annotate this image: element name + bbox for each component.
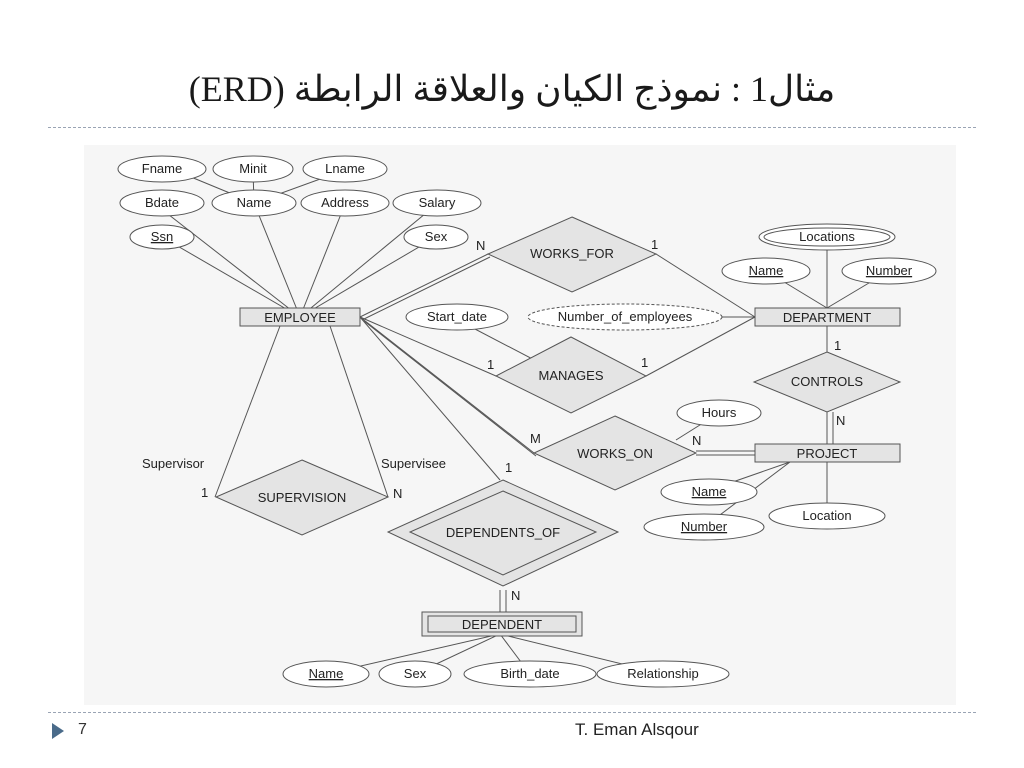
attr-proj-location-label: Location	[802, 508, 851, 523]
attr-salary-label: Salary	[419, 195, 456, 210]
attr-number-of-employees-label: Number_of_employees	[558, 309, 693, 324]
role-supervisee: Supervisee	[381, 456, 446, 471]
rel-works-for	[486, 216, 658, 293]
attr-dep-birth-date	[463, 660, 597, 688]
rel-supervision	[214, 459, 390, 536]
attr-number-of-employees	[527, 303, 723, 331]
attr-fname	[117, 155, 207, 183]
slide-title: مثال1 : نموذج الكيان والعلاقة الرابطة (E…	[188, 69, 836, 109]
card-works-for-dept: 1	[651, 237, 658, 252]
attr-start-date	[405, 303, 509, 331]
attr-lname	[302, 155, 388, 183]
card-dependents-dep: N	[511, 588, 520, 603]
entity-project-label: PROJECT	[797, 446, 858, 461]
card-controls-dept: 1	[834, 338, 841, 353]
attr-minit-label: Minit	[239, 161, 267, 176]
entity-employee-label: EMPLOYEE	[264, 310, 336, 325]
attr-dep-relationship	[596, 660, 730, 688]
attr-lname-label: Lname	[325, 161, 365, 176]
rel-manages-label: MANAGES	[538, 368, 603, 383]
attr-bdate	[119, 189, 205, 217]
card-works-on-proj: N	[692, 433, 701, 448]
attr-dept-number	[841, 257, 937, 285]
attr-dept-number-label: Number	[866, 263, 913, 278]
attr-address	[300, 189, 390, 217]
rel-supervision-label: SUPERVISION	[258, 490, 347, 505]
attr-proj-name	[660, 478, 758, 506]
attr-hours	[676, 399, 762, 427]
attr-dep-sex-label: Sex	[404, 666, 427, 681]
attr-hours-label: Hours	[702, 405, 737, 420]
role-supervisor: Supervisor	[142, 456, 205, 471]
card-manages-emp: 1	[487, 357, 494, 372]
attr-fname-label: Fname	[142, 161, 182, 176]
attr-dept-name	[721, 257, 811, 285]
attr-minit	[212, 155, 294, 183]
attr-salary	[392, 189, 482, 217]
attr-ssn-label: Ssn	[151, 229, 173, 244]
rel-controls-label: CONTROLS	[791, 374, 864, 389]
page-number: 7	[78, 721, 87, 738]
attr-dep-name-label: Name	[309, 666, 344, 681]
entity-project	[754, 443, 901, 463]
attr-start-date-label: Start_date	[427, 309, 487, 324]
rel-dependents-of-inner	[408, 490, 598, 576]
attr-name-label: Name	[237, 195, 272, 210]
attr-locations-inner	[763, 227, 891, 247]
attr-name	[211, 189, 297, 217]
attr-dept-name-label: Name	[749, 263, 784, 278]
attr-dep-relationship-label: Relationship	[627, 666, 699, 681]
attr-bdate-label: Bdate	[145, 195, 179, 210]
attr-proj-name-label: Name	[692, 484, 727, 499]
attr-dep-name	[282, 660, 370, 688]
rel-works-on	[532, 415, 698, 491]
title-divider	[48, 127, 976, 128]
rel-controls	[752, 351, 902, 413]
entity-dependent-label: DEPENDENT	[462, 617, 542, 632]
attr-address-label: Address	[321, 195, 369, 210]
rel-works-on-label: WORKS_ON	[577, 446, 653, 461]
attr-dep-birth-date-label: Birth_date	[500, 666, 559, 681]
card-manages-dept: 1	[641, 355, 648, 370]
card-dependents-emp: 1	[505, 460, 512, 475]
rel-manages	[494, 336, 648, 414]
card-works-for-emp: N	[476, 238, 485, 253]
attr-dep-sex	[378, 660, 452, 688]
card-works-on-emp: M	[530, 431, 541, 446]
footer-author: T. Eman Alsqour	[575, 720, 699, 739]
entity-department	[754, 307, 901, 327]
card-supervision-sup: 1	[201, 485, 208, 500]
rel-dependents-of-label: DEPENDENTS_OF	[446, 525, 560, 540]
rel-works-for-label: WORKS_FOR	[530, 246, 614, 261]
total-participation-lines	[361, 256, 834, 612]
footer-divider	[48, 712, 976, 713]
slide-bullet-icon	[52, 723, 64, 739]
attr-sex	[403, 224, 469, 250]
attr-locations-label: Locations	[799, 229, 855, 244]
entity-dependent-inner	[427, 615, 577, 633]
attr-sex-label: Sex	[425, 229, 448, 244]
entity-employee	[239, 307, 361, 327]
attr-ssn	[129, 224, 195, 250]
attr-proj-location	[768, 502, 886, 530]
card-controls-proj: N	[836, 413, 845, 428]
entity-department-label: DEPARTMENT	[783, 310, 871, 325]
attr-proj-number	[643, 513, 765, 541]
card-supervision-sub: N	[393, 486, 402, 501]
attr-proj-number-label: Number	[681, 519, 728, 534]
